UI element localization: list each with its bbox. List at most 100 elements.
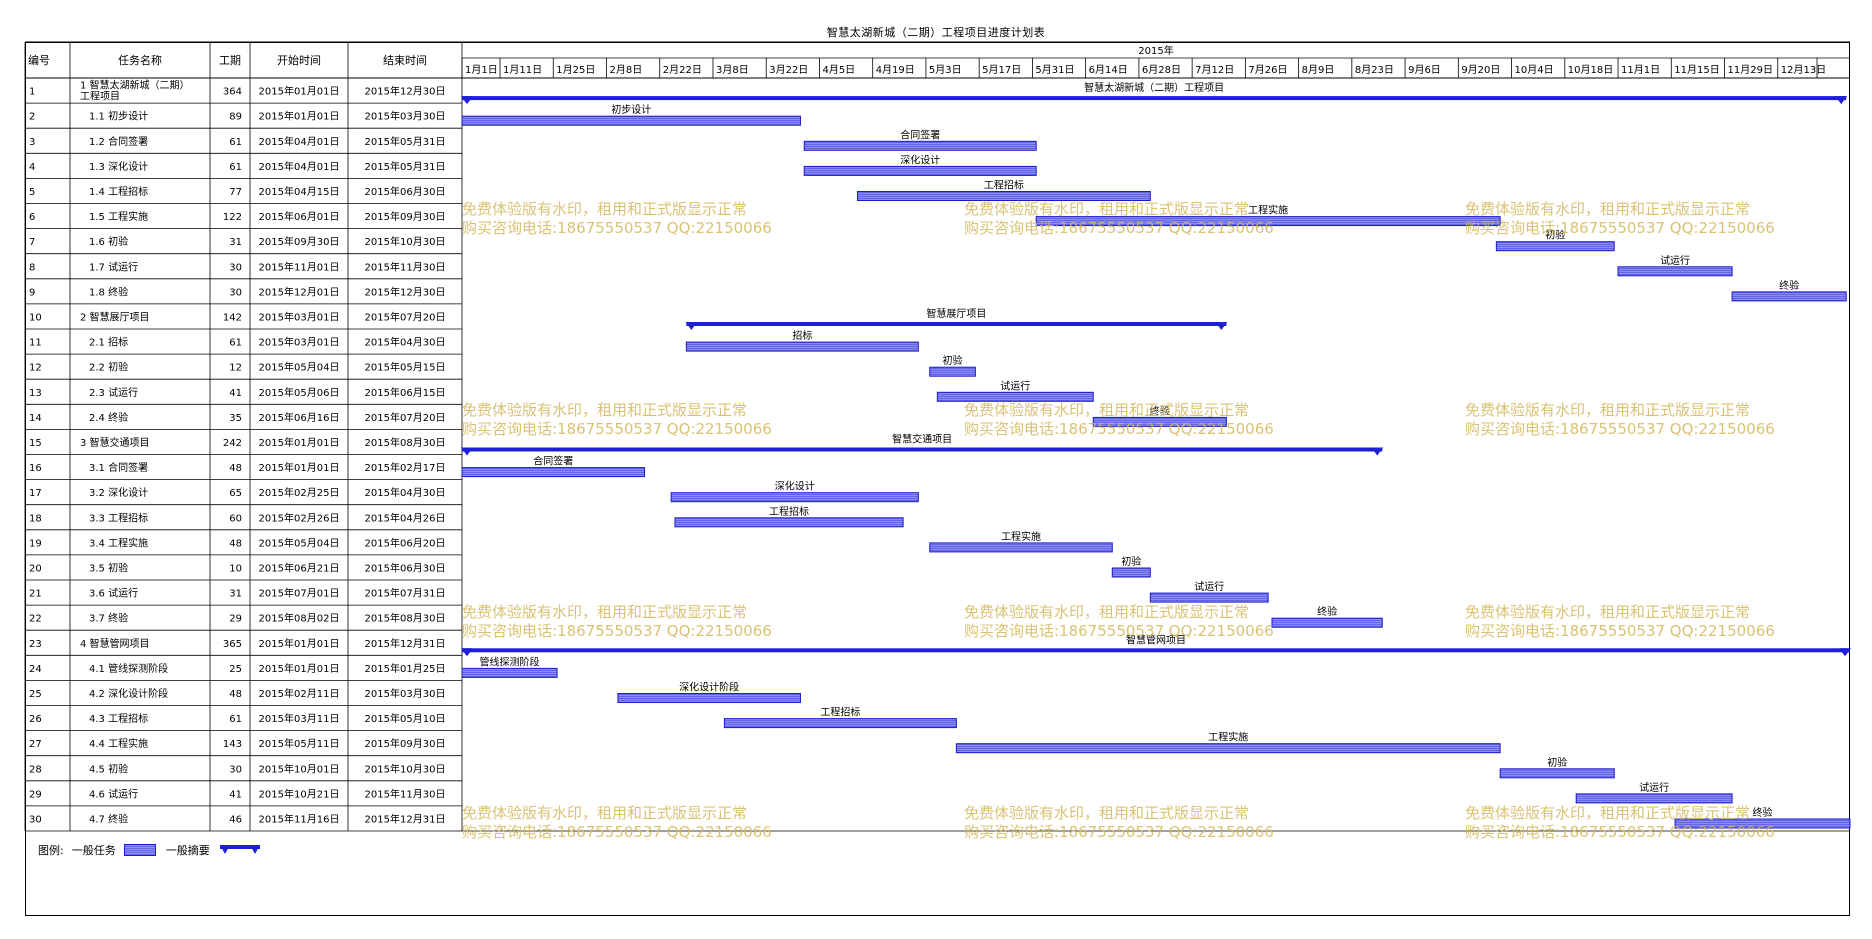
cell-start: 2015年11月16日 — [259, 812, 340, 825]
cell-start: 2015年12月01日 — [259, 285, 340, 298]
cell-duration: 143 — [223, 739, 242, 750]
cell-num: 14 — [29, 413, 42, 424]
cell-name: 3.4 工程实施 — [89, 536, 148, 549]
cell-name: 1.1 初步设计 — [89, 110, 148, 123]
cell-end: 2015年03月30日 — [365, 687, 446, 700]
cell-duration: 61 — [229, 714, 242, 725]
task-bar — [1271, 617, 1383, 628]
bar-label: 工程实施 — [1248, 204, 1288, 217]
cell-end: 2015年11月30日 — [365, 787, 446, 800]
cell-duration: 61 — [229, 137, 242, 148]
summary-bar — [462, 648, 1850, 653]
summary-end-marker — [1839, 648, 1851, 657]
task-bar — [1617, 266, 1733, 277]
cell-name: 3.1 合同签署 — [89, 461, 148, 474]
cell-start: 2015年10月01日 — [259, 762, 340, 775]
cell-duration: 30 — [229, 287, 242, 298]
cell-num: 5 — [29, 187, 35, 198]
cell-start: 2015年07月01日 — [259, 587, 340, 600]
cell-end: 2015年02月17日 — [365, 461, 446, 474]
cell-name: 3.5 初验 — [89, 561, 128, 574]
cell-name: 4.5 初验 — [89, 762, 128, 775]
cell-start: 2015年09月30日 — [259, 235, 340, 248]
cell-duration: 41 — [229, 789, 242, 800]
cell-num: 15 — [29, 438, 42, 449]
cell-end: 2015年12月31日 — [365, 637, 446, 650]
x-tick-label: 9月20日 — [1461, 64, 1500, 76]
cell-name: 1.6 初验 — [89, 235, 128, 248]
cell-end: 2015年06月20日 — [365, 536, 446, 549]
x-tick-label: 10月4日 — [1515, 64, 1554, 76]
bar-label: 工程实施 — [1208, 731, 1248, 744]
cell-duration: 10 — [229, 563, 242, 574]
bar-label: 深化设计阶段 — [679, 681, 739, 694]
cell-name: 2.2 初验 — [89, 361, 128, 374]
cell-num: 6 — [29, 212, 35, 223]
header-dur: 工期 — [219, 54, 241, 67]
bar-label: 初验 — [1547, 756, 1567, 769]
cell-end: 2015年12月30日 — [365, 285, 446, 298]
cell-name: 1.8 终验 — [89, 285, 128, 298]
cell-end: 2015年04月30日 — [365, 336, 446, 349]
x-tick-label: 12月13日 — [1781, 64, 1826, 76]
cell-name: 3.3 工程招标 — [89, 511, 148, 524]
cell-duration: 30 — [229, 764, 242, 775]
cell-num: 3 — [29, 137, 35, 148]
x-tick-label: 6月14日 — [1089, 64, 1128, 76]
cell-start: 2015年08月02日 — [259, 612, 340, 625]
cell-num: 9 — [29, 287, 35, 298]
task-bar — [461, 667, 558, 678]
cell-end: 2015年06月15日 — [365, 386, 446, 399]
cell-duration: 364 — [223, 87, 242, 98]
cell-name: 3 智慧交通项目 — [80, 436, 150, 449]
cell-end: 2015年09月30日 — [365, 737, 446, 750]
cell-num: 8 — [29, 262, 35, 273]
bar-label: 试运行 — [1194, 580, 1224, 593]
cell-end: 2015年05月10日 — [365, 712, 446, 725]
summary-start-marker — [461, 648, 473, 657]
cell-name: 1.4 工程招标 — [89, 185, 148, 198]
x-tick-label: 1月1日 — [465, 64, 498, 76]
task-bar — [936, 391, 1094, 402]
task-bar — [617, 693, 801, 703]
x-tick-label: 6月28日 — [1142, 64, 1181, 76]
bar-label: 试运行 — [1660, 254, 1690, 267]
cell-end: 2015年04月26日 — [365, 511, 446, 524]
cell-start: 2015年11月01日 — [259, 260, 340, 273]
cell-num: 16 — [29, 463, 42, 474]
x-tick-label: 3月22日 — [769, 64, 808, 76]
cell-duration: 65 — [229, 488, 242, 499]
cell-num: 2 — [29, 112, 35, 123]
cell-end: 2015年01月25日 — [365, 662, 446, 675]
cell-end: 2015年08月30日 — [365, 436, 446, 449]
cell-name: 4.4 工程实施 — [89, 737, 148, 750]
cell-name: 2.3 试运行 — [89, 386, 138, 399]
bar-label: 初验 — [1121, 555, 1141, 568]
bar-label: 深化设计 — [775, 480, 815, 493]
cell-duration: 35 — [229, 413, 242, 424]
cell-end: 2015年06月30日 — [365, 561, 446, 574]
cell-num: 17 — [29, 488, 42, 499]
cell-start: 2015年05月11日 — [259, 737, 340, 750]
cell-name: 1.7 试运行 — [89, 260, 138, 273]
cell-end: 2015年04月30日 — [365, 486, 446, 499]
cell-num: 18 — [29, 513, 42, 524]
cell-duration: 89 — [229, 112, 242, 123]
cell-num: 12 — [29, 363, 42, 374]
bar-label: 终验 — [1150, 404, 1170, 417]
cell-duration: 12 — [229, 363, 242, 374]
x-tick-label: 2月8日 — [610, 64, 643, 76]
header-num: 编号 — [28, 53, 50, 67]
cell-end: 2015年11月30日 — [365, 260, 446, 273]
cell-num: 27 — [29, 739, 42, 750]
cell-name: 2 智慧展厅项目 — [80, 310, 150, 323]
task-bar — [1674, 818, 1851, 829]
cell-num: 22 — [29, 614, 42, 625]
cell-name: 3.6 试运行 — [89, 587, 138, 600]
bar-label: 智慧管网项目 — [1126, 633, 1186, 646]
cell-num: 4 — [29, 162, 35, 173]
cell-end: 2015年05月31日 — [365, 160, 446, 173]
cell-start: 2015年01月01日 — [259, 637, 340, 650]
cell-end: 2015年07月31日 — [365, 587, 446, 600]
task-bar — [674, 517, 904, 528]
